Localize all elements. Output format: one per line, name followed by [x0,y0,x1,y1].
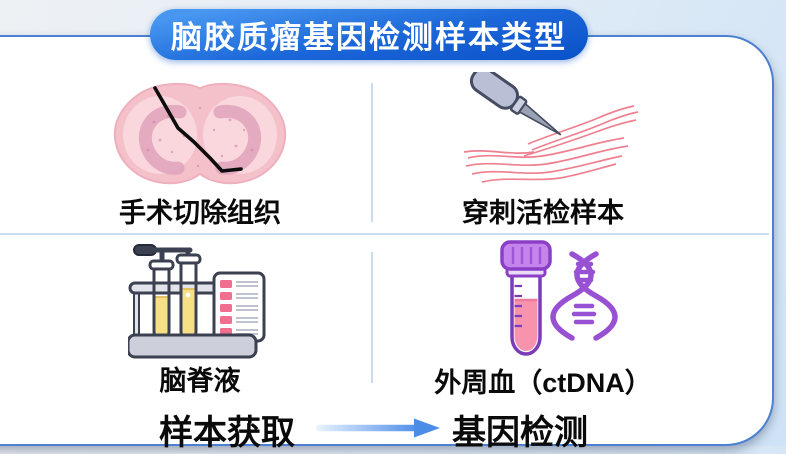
quadrant-label-peripheral-blood: 外周血（ctDNA） [434,368,652,398]
title-banner: 脑胶质瘤基因检测样本类型 [150,9,588,60]
brain-tissue-icon [113,82,287,185]
quadrant-label-csf: 脑脊液 [159,366,241,396]
flow-arrow-icon [316,418,440,438]
page-title: 脑胶质瘤基因检测样本类型 [171,20,567,55]
horizontal-divider [0,233,769,235]
biopsy-needle-icon [463,72,639,183]
flow-step-sample-acquisition: 样本获取 [159,414,295,452]
quadrant-label-biopsy-sample: 穿刺活检样本 [462,198,624,228]
flow-step-gene-testing: 基因检测 [452,414,588,452]
vertical-divider-top [371,83,373,222]
quadrant-label-surgical-tissue: 手术切除组织 [119,198,281,228]
csf-test-tubes-icon [128,244,266,359]
vertical-divider-bottom [371,252,373,383]
blood-tube-dna-icon [500,240,618,356]
